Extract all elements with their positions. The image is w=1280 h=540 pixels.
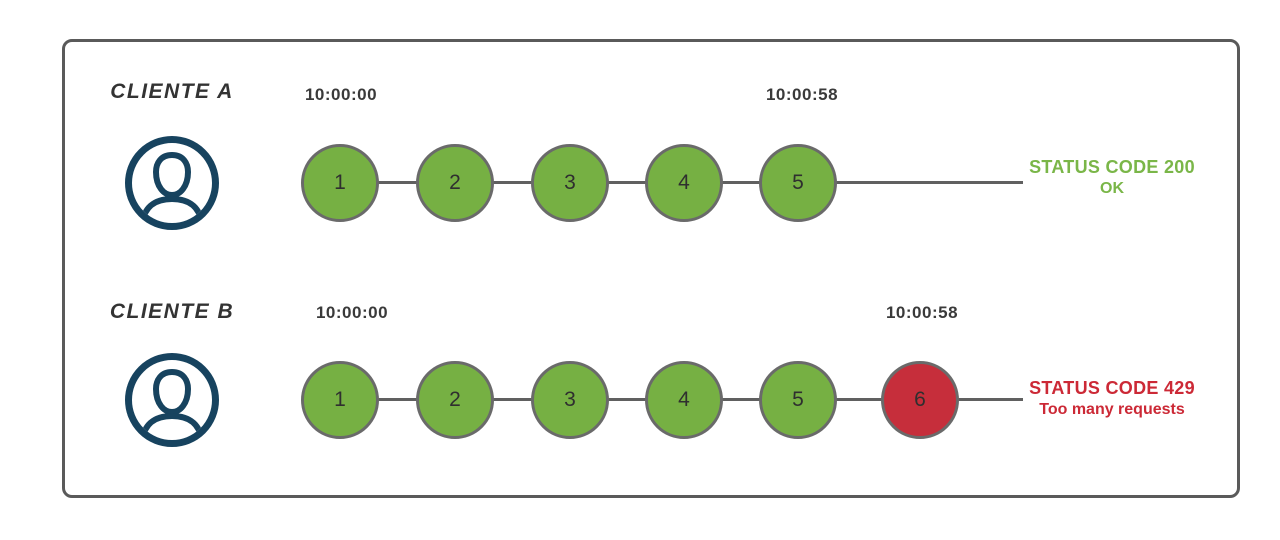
- client-a-label: CLIENTE A: [110, 80, 234, 103]
- request-circle: 5: [759, 144, 837, 222]
- request-circle: 3: [531, 144, 609, 222]
- client-b-label: CLIENTE B: [109, 300, 235, 323]
- request-circle: 3: [531, 361, 609, 439]
- client-b-start-timestamp: 10:00:00: [315, 303, 389, 322]
- status-code-text: STATUS CODE 200: [1029, 157, 1195, 177]
- request-circle: 6: [881, 361, 959, 439]
- status-message-text: OK: [1100, 180, 1124, 197]
- client-b-end-timestamp: 10:00:58: [885, 303, 959, 322]
- request-circle: 5: [759, 361, 837, 439]
- request-circle: 1: [301, 144, 379, 222]
- client-b-status-label: STATUS CODE 429 Too many requests: [1026, 377, 1198, 421]
- request-circle: 4: [645, 361, 723, 439]
- client-a-user-avatar-icon: [125, 136, 219, 230]
- client-b-user-avatar-icon: [125, 353, 219, 447]
- status-message-text: Too many requests: [1039, 401, 1185, 418]
- client-a-status-label: STATUS CODE 200 OK: [1026, 156, 1198, 200]
- request-circle: 1: [301, 361, 379, 439]
- status-code-text: STATUS CODE 429: [1029, 378, 1195, 398]
- client-a-start-timestamp: 10:00:00: [304, 85, 378, 104]
- request-circle: 4: [645, 144, 723, 222]
- diagram-frame: [62, 39, 1240, 498]
- request-circle: 2: [416, 361, 494, 439]
- request-circle: 2: [416, 144, 494, 222]
- client-a-end-timestamp: 10:00:58: [765, 85, 839, 104]
